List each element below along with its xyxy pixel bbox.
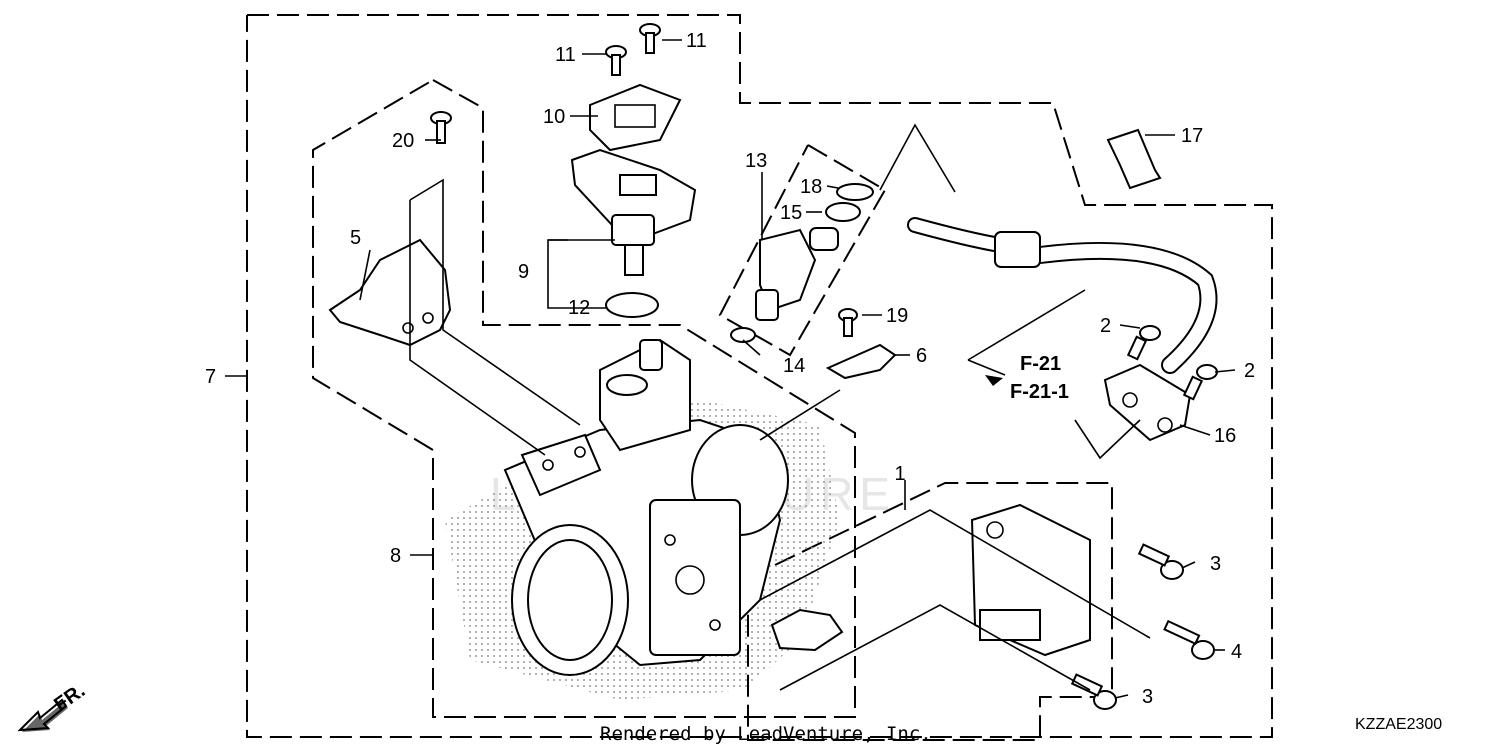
callout-13: 13	[745, 150, 767, 172]
screw-20	[430, 111, 452, 144]
callout-3-b: 3	[1142, 686, 1153, 708]
bolt-3-b	[1070, 673, 1117, 710]
fuel-hose-inner	[909, 219, 1006, 251]
screw-19	[838, 308, 858, 337]
front-direction-arrow-icon	[17, 698, 68, 732]
callout-12: 12	[568, 297, 590, 319]
throttle-body	[503, 338, 789, 676]
bolt-2-a	[1126, 325, 1161, 361]
callout-9: 9	[518, 261, 529, 283]
callout-14: 14	[783, 355, 805, 377]
sensor-group-boundary-1	[747, 482, 1113, 741]
callout-8: 8	[390, 545, 401, 567]
seal-18	[836, 183, 874, 201]
reference-arrow-icon	[985, 375, 1003, 386]
callout-20: 20	[392, 130, 414, 152]
reference-f-21[interactable]: F-21	[1020, 353, 1061, 375]
callout-17: 17	[1181, 125, 1203, 147]
seal-14	[730, 327, 756, 343]
callout-5: 5	[350, 227, 361, 249]
subassembly-boundary-8	[312, 79, 856, 718]
fuel-hose-tail-inner	[1033, 243, 1216, 372]
bolt-2-b	[1182, 364, 1218, 401]
bracket-5	[328, 238, 452, 347]
callout-3-a: 3	[1210, 553, 1221, 575]
fuel-injector-13	[755, 227, 839, 321]
callout-11-a: 11	[555, 44, 576, 66]
callout-7: 7	[205, 366, 216, 388]
plate-6	[825, 343, 897, 380]
clip-17	[1106, 128, 1162, 190]
callout-18: 18	[800, 176, 822, 198]
callout-15: 15	[780, 202, 802, 224]
hose-holder-16	[1103, 363, 1192, 442]
assembly-boundary-7	[246, 14, 1273, 738]
callout-6: 6	[916, 345, 927, 367]
callout-4: 4	[1231, 641, 1242, 663]
hose-connector	[994, 231, 1041, 268]
callout-2-b: 2	[1244, 360, 1255, 382]
reference-f-21-1[interactable]: F-21-1	[1010, 381, 1069, 403]
leader-lines	[225, 39, 1236, 699]
screw-11-b	[639, 23, 661, 54]
render-credit: Rendered by LeadVenture, Inc.	[600, 723, 932, 745]
gasket	[770, 608, 844, 652]
callout-19: 19	[886, 305, 908, 327]
sensor-plate-10	[589, 83, 682, 152]
bolt-3-a	[1137, 543, 1184, 580]
o-ring-15	[825, 202, 861, 222]
callout-2-a: 2	[1100, 315, 1111, 337]
callout-1: 1	[894, 463, 905, 485]
callout-10: 10	[543, 106, 565, 128]
bolt-4	[1163, 619, 1215, 660]
callout-11-b: 11	[686, 30, 707, 52]
screw-11-a	[605, 45, 627, 76]
map-sensor-unit	[970, 503, 1091, 657]
o-ring-12	[605, 292, 659, 318]
callout-16: 16	[1214, 425, 1236, 447]
diagram-code: KZZAE2300	[1355, 716, 1442, 733]
injector-group-boundary	[718, 144, 887, 357]
throttle-position-sensor	[570, 148, 697, 276]
